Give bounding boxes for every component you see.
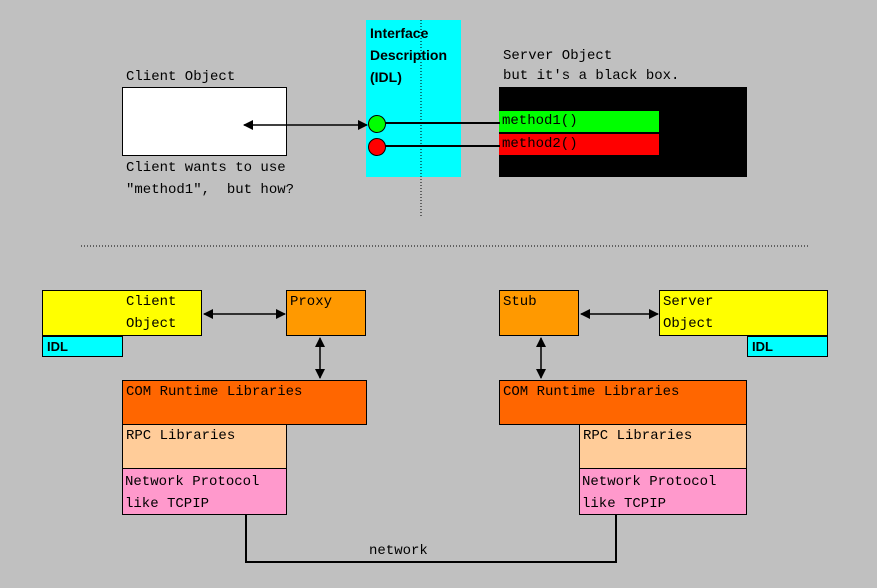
right-network-line2: like TCPIP xyxy=(582,496,667,512)
right-rpc-libraries-box: RPC Libraries xyxy=(579,424,747,469)
bottom-client-object-box xyxy=(42,290,202,336)
method2-interface-circle xyxy=(368,138,386,156)
server-label-line1: Server Object xyxy=(503,48,613,64)
proxy-box: Proxy xyxy=(286,290,366,336)
network-label: network xyxy=(369,543,428,559)
stub-box: Stub xyxy=(499,290,579,336)
bottom-server-line2: Object xyxy=(663,316,714,332)
client-note-line2: "method1", but how? xyxy=(126,182,295,198)
client-note-line1: Client wants to use xyxy=(126,160,286,176)
bottom-server-object-box xyxy=(659,290,828,336)
interface-label-line2: Description xyxy=(370,47,448,63)
interface-label: Interface Description (IDL) xyxy=(370,22,447,88)
interface-label-line3: (IDL) xyxy=(370,69,402,85)
left-network-line2: like TCPIP xyxy=(125,496,210,512)
bottom-client-line1: Client xyxy=(126,294,177,310)
right-network-protocol-box xyxy=(579,468,747,515)
left-network-line1: Network Protocol xyxy=(125,474,260,490)
bottom-client-line2: Object xyxy=(126,316,177,332)
right-com-runtime-box: COM Runtime Libraries xyxy=(499,380,747,425)
method1-bar: method1() xyxy=(499,111,659,132)
server-black-box xyxy=(499,87,747,177)
network-line xyxy=(245,515,617,563)
bottom-server-line1: Server xyxy=(663,294,714,310)
left-network-protocol-box xyxy=(122,468,287,515)
server-idl-box: IDL xyxy=(747,336,828,357)
client-object-label: Client Object xyxy=(126,69,236,85)
server-label-line2: but it's a black box. xyxy=(503,68,680,84)
left-com-runtime-box: COM Runtime Libraries xyxy=(122,380,367,425)
client-idl-box: IDL xyxy=(42,336,123,357)
method1-interface-circle xyxy=(368,115,386,133)
left-rpc-libraries-box: RPC Libraries xyxy=(122,424,287,469)
method2-bar: method2() xyxy=(499,134,659,155)
interface-label-line1: Interface xyxy=(370,25,429,41)
right-network-line1: Network Protocol xyxy=(582,474,717,490)
